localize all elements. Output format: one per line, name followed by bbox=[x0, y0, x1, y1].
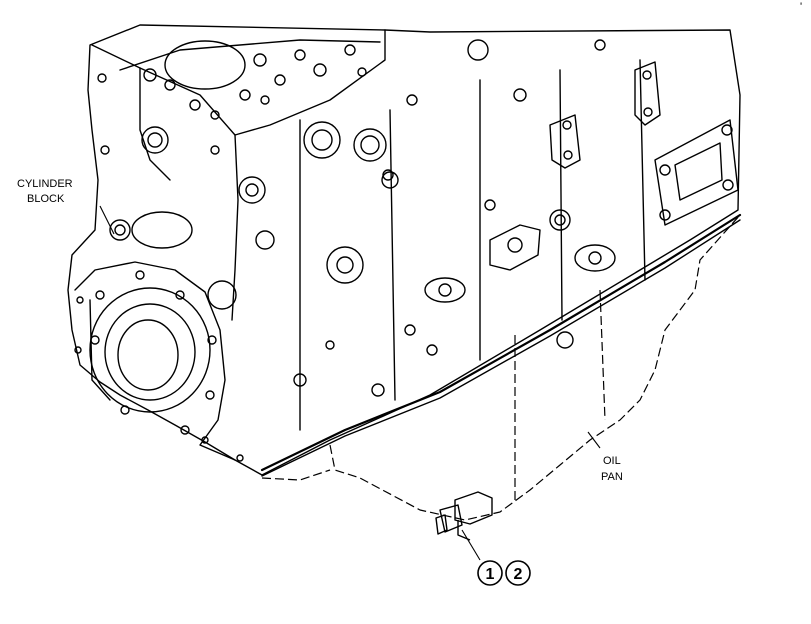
callout-1-number: 1 bbox=[486, 566, 495, 583]
oil-pan-drawing bbox=[261, 214, 741, 521]
callout-1: 1 bbox=[477, 560, 503, 586]
callout-2: 2 bbox=[505, 560, 531, 586]
leader-lines bbox=[99, 205, 601, 561]
callout-2-number: 2 bbox=[514, 566, 523, 583]
oil-pan-leader bbox=[587, 431, 601, 449]
oil-pan-label-line1: OIL bbox=[603, 455, 621, 467]
drain-fitting bbox=[435, 491, 493, 541]
corner-mark: ' bbox=[800, 1, 802, 13]
cylinder-block-label-line1: CYLINDER bbox=[17, 178, 73, 190]
cylinder-block-label-line2: BLOCK bbox=[27, 193, 65, 205]
cylinder-block-leader bbox=[99, 205, 115, 235]
oil-pan-label-line2: PAN bbox=[601, 471, 623, 483]
engine-block-drawing bbox=[67, 24, 742, 477]
callout-leader bbox=[461, 529, 481, 561]
